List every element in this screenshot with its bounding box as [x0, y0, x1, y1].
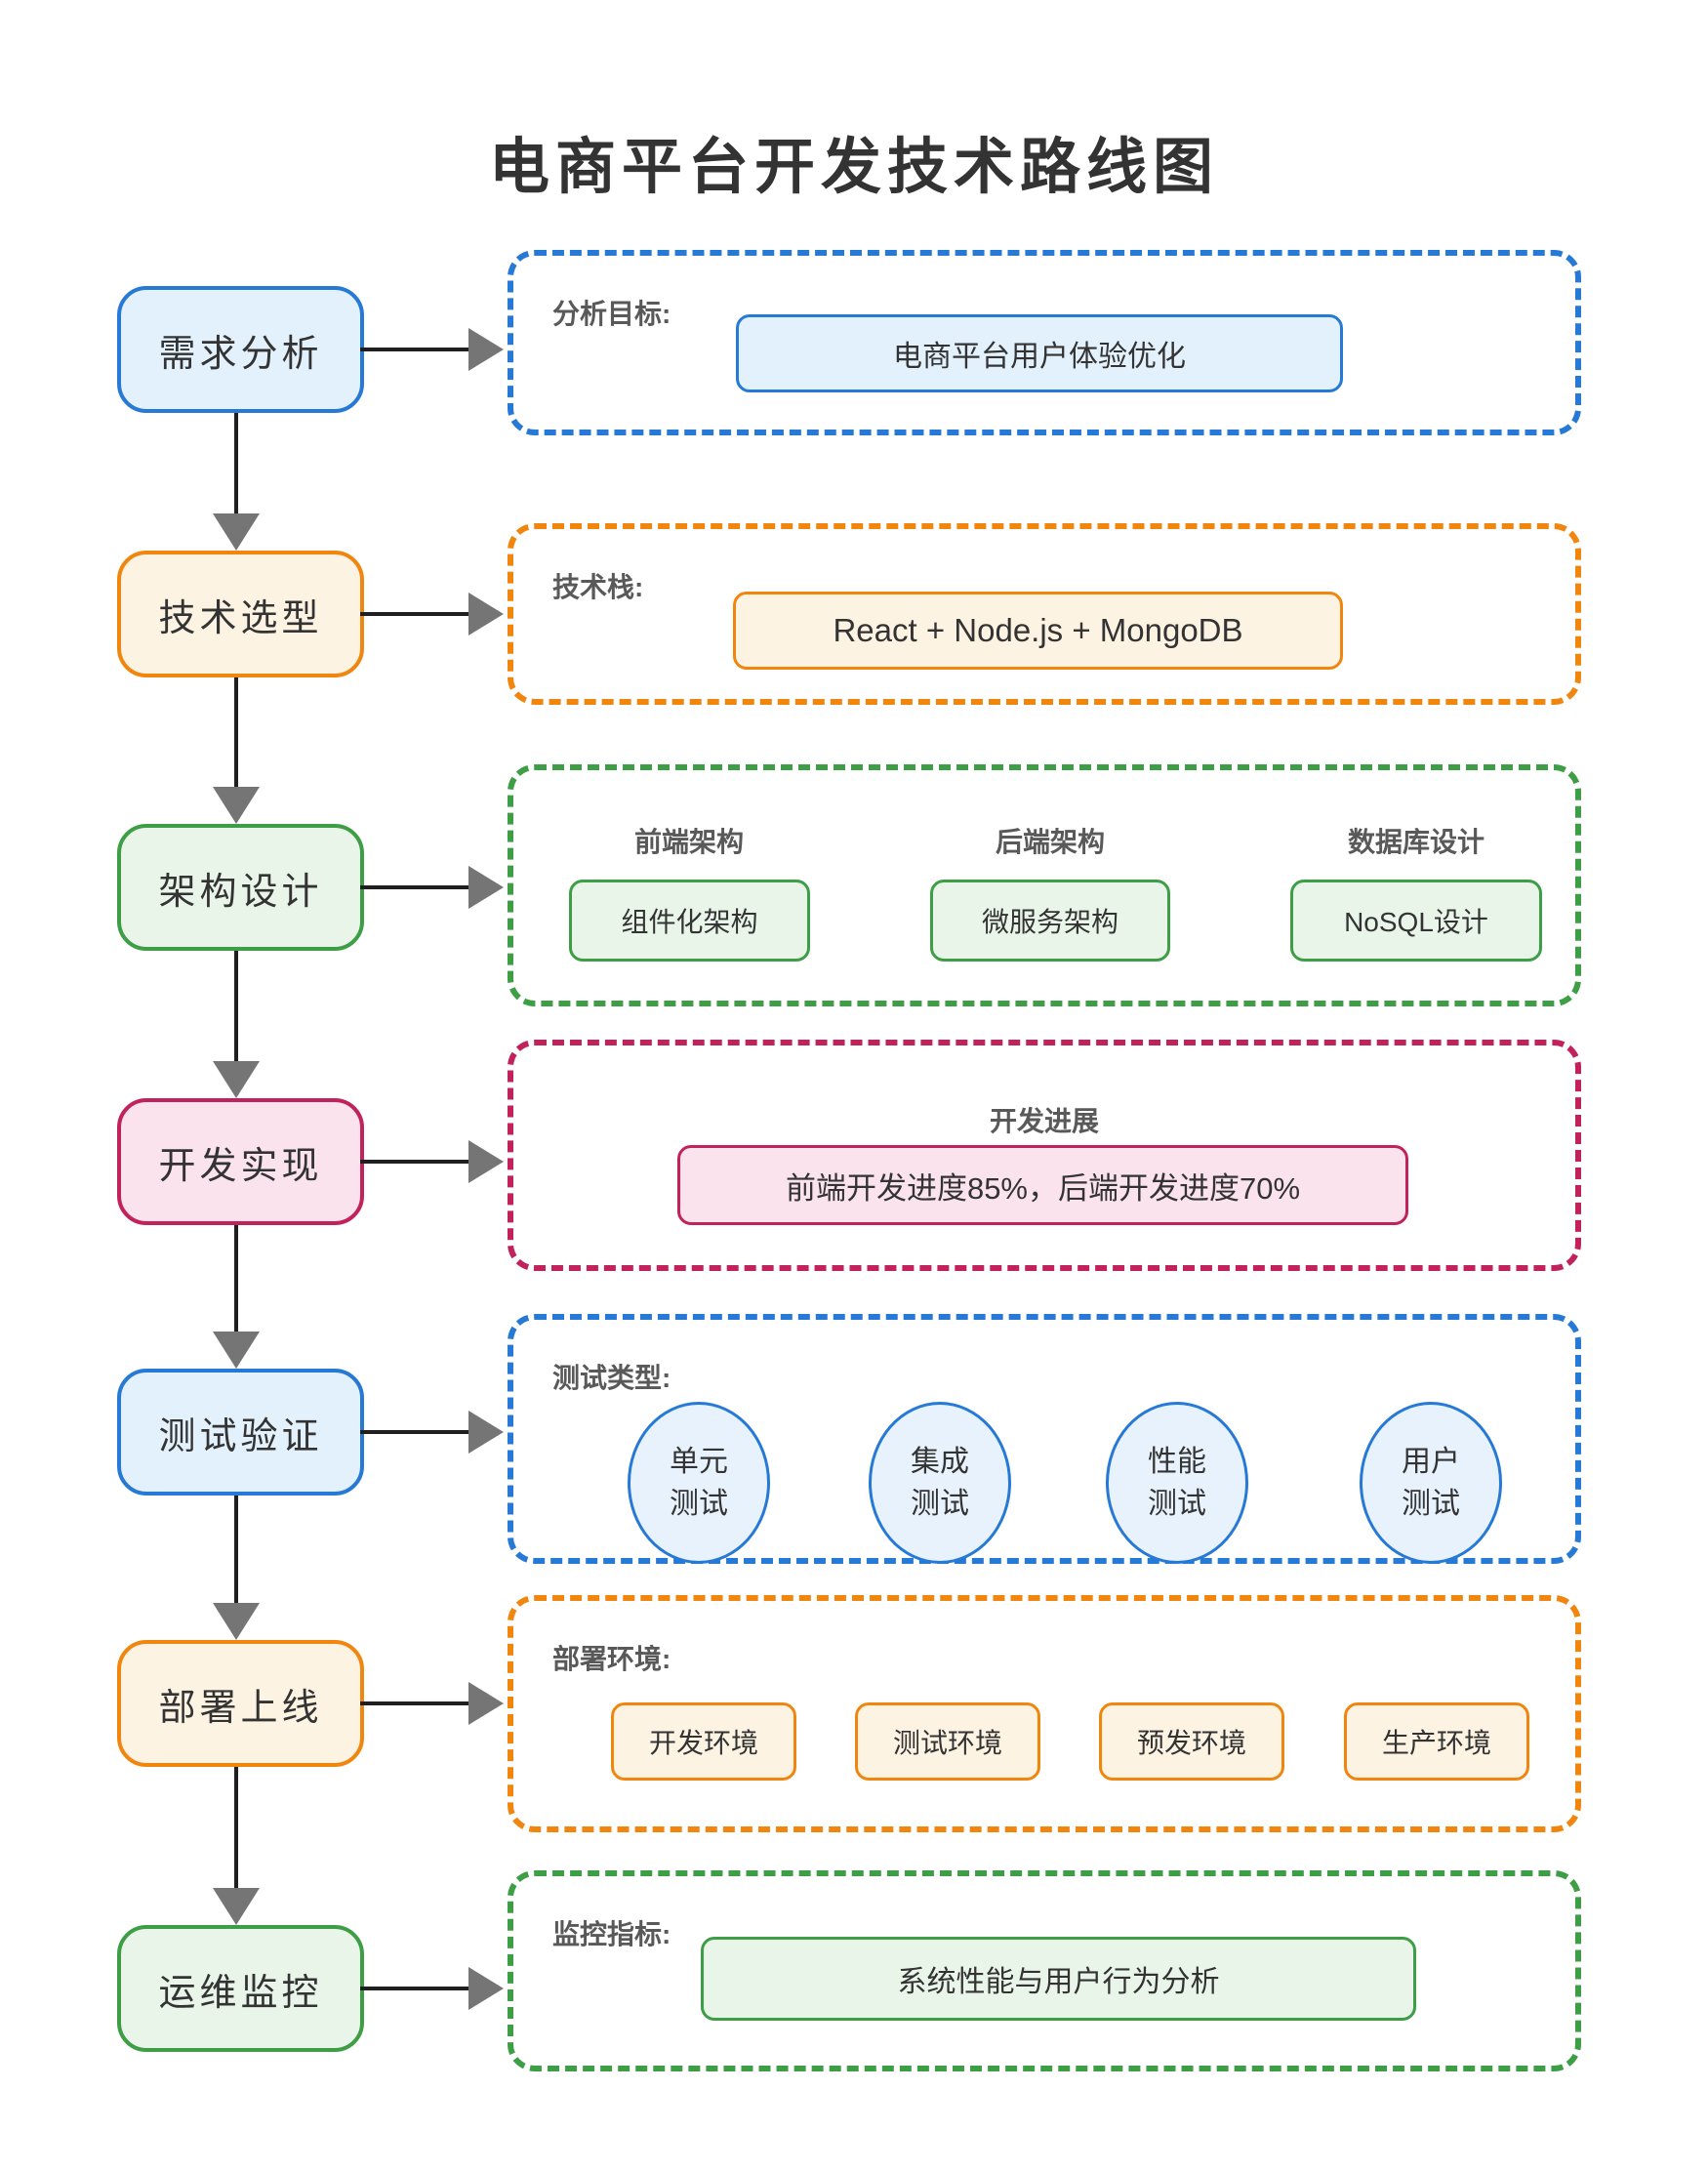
diagram-title: 电商平台开发技术路线图	[488, 134, 1219, 201]
stage-node-development: 开发实现	[117, 1098, 364, 1225]
arrow-line	[234, 1496, 238, 1603]
panel-deploy-envs-label: 部署环境:	[552, 1644, 671, 1674]
arrow-head	[213, 1332, 260, 1369]
panel-deploy-envs: 部署环境: 开发环境 测试环境 预发环境 生产环境	[508, 1595, 1581, 1832]
arrow-down-icon	[213, 1225, 260, 1369]
arrow-head	[468, 1682, 504, 1725]
circle-text: 单元	[670, 1445, 728, 1478]
panel-monitoring: 监控指标: 系统性能与用户行为分析	[508, 1870, 1581, 2071]
arrow-head	[468, 866, 504, 909]
arrow-head	[213, 787, 260, 824]
arrow-line	[360, 1987, 470, 1990]
dev-progress-box: 前端开发进度85%，后端开发进度70%	[677, 1145, 1408, 1225]
arrow-right-icon	[360, 1967, 504, 2010]
arrow-head	[213, 1603, 260, 1640]
monitoring-box: 系统性能与用户行为分析	[701, 1937, 1416, 2021]
arrow-down-icon	[213, 951, 260, 1098]
stage-node-monitoring: 运维监控	[117, 1925, 364, 2052]
stage-node-requirements: 需求分析	[117, 286, 364, 413]
database-design-header: 数据库设计	[1347, 827, 1484, 857]
arrow-right-icon	[360, 593, 504, 635]
performance-test-circle: 性能 测试	[1106, 1402, 1248, 1564]
arrow-right-icon	[360, 866, 504, 909]
arrow-right-icon	[360, 328, 504, 371]
panel-tech-stack: 技术栈: React + Node.js + MongoDB	[508, 523, 1581, 705]
circle-text: 测试	[670, 1488, 728, 1520]
dev-progress-header: 开发进展	[989, 1106, 1099, 1136]
arrow-line	[234, 677, 238, 787]
arrow-head	[468, 593, 504, 635]
test-env-box: 测试环境	[855, 1702, 1040, 1781]
arrow-line	[360, 1430, 470, 1434]
panel-architecture: 前端架构 后端架构 数据库设计 组件化架构 微服务架构 NoSQL设计	[508, 764, 1581, 1006]
arrow-right-icon	[360, 1140, 504, 1183]
frontend-arch-box: 组件化架构	[569, 880, 810, 962]
panel-analysis-label: 分析目标:	[552, 299, 671, 329]
circle-text: 用户	[1402, 1445, 1460, 1478]
panel-analysis-goal: 分析目标: 电商平台用户体验优化	[508, 250, 1581, 435]
arrow-line	[360, 885, 470, 889]
arrow-line	[360, 348, 470, 351]
circle-text: 测试	[911, 1488, 969, 1520]
circle-text: 集成	[911, 1445, 969, 1478]
arrow-head	[468, 328, 504, 371]
frontend-arch-header: 前端架构	[633, 827, 744, 857]
stage-node-testing: 测试验证	[117, 1369, 364, 1496]
arrow-line	[360, 1160, 470, 1164]
backend-arch-header: 后端架构	[995, 827, 1105, 857]
tech-stack-box: React + Node.js + MongoDB	[733, 592, 1343, 670]
unit-test-circle: 单元 测试	[628, 1402, 770, 1564]
arrow-right-icon	[360, 1682, 504, 1725]
panel-tech-stack-label: 技术栈:	[552, 572, 644, 602]
arrow-head	[213, 1061, 260, 1098]
arrow-down-icon	[213, 1767, 260, 1925]
circle-text: 测试	[1402, 1488, 1460, 1520]
stage-node-architecture: 架构设计	[117, 824, 364, 951]
panel-test-types: 测试类型: 单元 测试 集成 测试 性能 测试 用户 测试	[508, 1314, 1581, 1564]
arrow-right-icon	[360, 1411, 504, 1454]
arrow-line	[234, 1225, 238, 1332]
panel-development-progress: 开发进展 前端开发进度85%，后端开发进度70%	[508, 1040, 1581, 1271]
panel-test-types-label: 测试类型:	[552, 1363, 671, 1393]
prod-env-box: 生产环境	[1344, 1702, 1529, 1781]
staging-env-box: 预发环境	[1099, 1702, 1284, 1781]
backend-arch-box: 微服务架构	[930, 880, 1170, 962]
user-test-circle: 用户 测试	[1360, 1402, 1502, 1564]
arrow-line	[234, 1767, 238, 1888]
arrow-down-icon	[213, 413, 260, 551]
panel-monitoring-label: 监控指标:	[552, 1919, 671, 1949]
arrow-down-icon	[213, 677, 260, 824]
integration-test-circle: 集成 测试	[869, 1402, 1011, 1564]
stage-node-tech-selection: 技术选型	[117, 551, 364, 677]
arrow-head	[468, 1140, 504, 1183]
arrow-line	[360, 612, 470, 616]
circle-text: 性能	[1148, 1445, 1206, 1478]
arrow-line	[234, 951, 238, 1061]
arrow-down-icon	[213, 1496, 260, 1640]
dev-env-box: 开发环境	[611, 1702, 796, 1781]
stage-node-deployment: 部署上线	[117, 1640, 364, 1767]
arrow-line	[360, 1701, 470, 1705]
arrow-head	[213, 513, 260, 551]
circle-text: 测试	[1148, 1488, 1206, 1520]
arrow-head	[468, 1967, 504, 2010]
arrow-head	[468, 1411, 504, 1454]
analysis-goal-box: 电商平台用户体验优化	[736, 314, 1343, 392]
arrow-line	[234, 413, 238, 513]
arrow-head	[213, 1888, 260, 1925]
database-design-box: NoSQL设计	[1290, 880, 1542, 962]
